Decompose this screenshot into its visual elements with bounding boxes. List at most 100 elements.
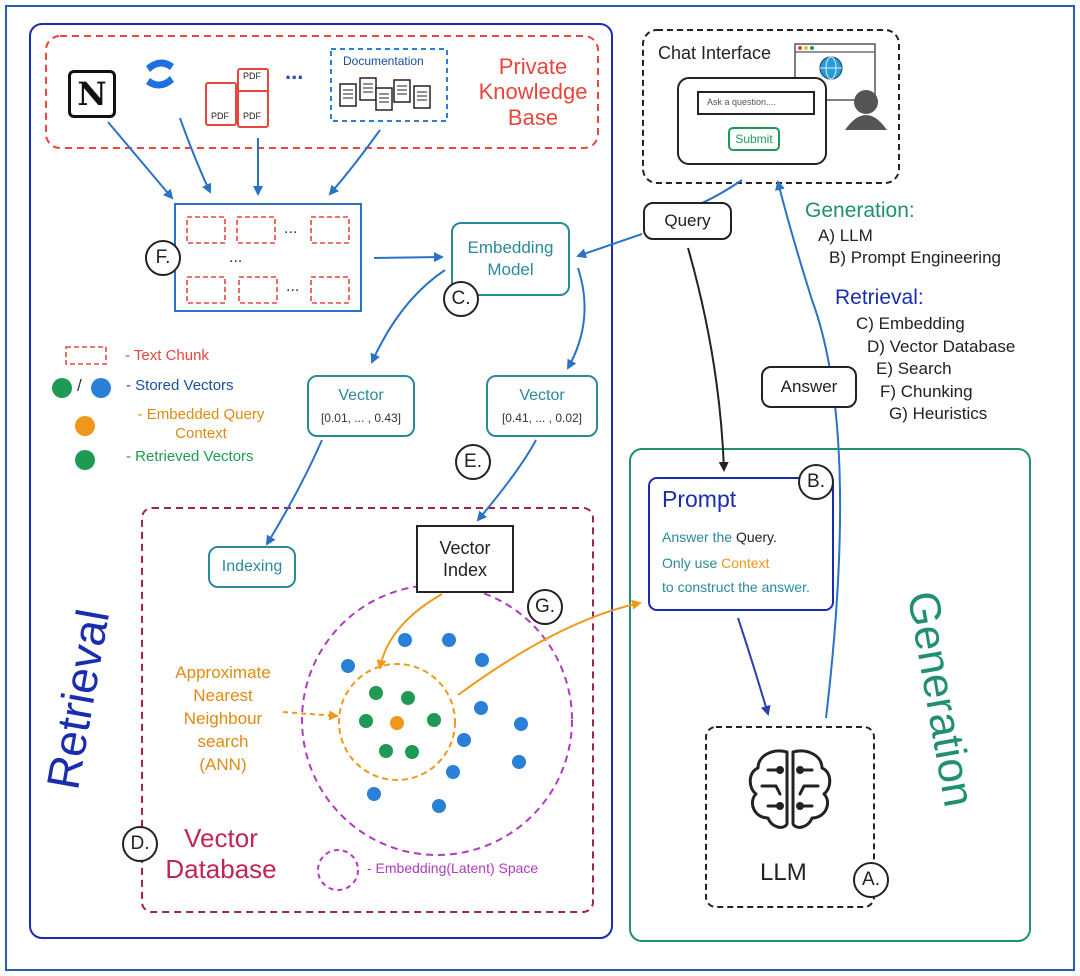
vector-index-box: Vector Index xyxy=(416,525,514,593)
marker-a: A. xyxy=(853,862,889,898)
answer-label: Answer xyxy=(780,377,838,396)
knowledge-base-ellipsis: ... xyxy=(285,59,304,84)
retrieval-item: F) Chunking xyxy=(880,382,973,401)
chunk-container-border xyxy=(174,203,362,312)
text-chunk xyxy=(186,276,226,304)
text-chunk xyxy=(310,276,350,304)
pdf-icon-label: PDF xyxy=(243,71,261,81)
retrieval-item: C) Embedding xyxy=(856,314,965,333)
marker-g: G. xyxy=(527,589,563,625)
retrieval-item: E) Search xyxy=(876,359,952,378)
generation-item: A) LLM xyxy=(818,226,873,245)
submit-label: Submit xyxy=(735,132,773,146)
documentation-label: Documentation xyxy=(343,54,424,68)
prompt-query-word: Query xyxy=(735,529,774,545)
vector-value: [0.41, ... , 0.02] xyxy=(501,411,583,425)
text-chunk xyxy=(310,216,350,244)
legend-latent-space: - Embedding(Latent) Space xyxy=(367,860,539,876)
question-input[interactable]: Ask a question.... xyxy=(697,91,815,115)
globe-icon xyxy=(819,56,843,80)
llm-label: LLM xyxy=(760,859,807,886)
index-to-neighbourhood-arrow xyxy=(376,593,443,670)
document-stack-icon xyxy=(338,74,438,121)
vector-box-left: Vector [0.01, ... , 0.43] xyxy=(307,375,415,437)
stored-vector-point xyxy=(457,733,471,747)
chunk-ellipsis: ... xyxy=(229,249,243,266)
vector-value: [0.01, ... , 0.43] xyxy=(320,411,402,425)
latent-space-circle xyxy=(301,584,573,856)
stored-vector-point xyxy=(514,717,528,731)
retrieval-panel xyxy=(29,23,613,939)
generation-item: B) Prompt Engineering xyxy=(829,248,1001,267)
pdf-icon: PDF xyxy=(237,90,269,128)
text-chunks xyxy=(186,216,350,304)
retrieved-vector-point xyxy=(405,745,419,759)
vector-title: Vector xyxy=(338,387,384,404)
question-placeholder: Ask a question.... xyxy=(707,97,777,107)
legend-text-chunk: - Text Chunk xyxy=(125,347,209,364)
stored-vector-point xyxy=(512,755,526,769)
marker-f: F. xyxy=(145,240,181,276)
stored-vector-point xyxy=(474,701,488,715)
pdf-icon-label: PDF xyxy=(243,111,261,121)
knowledge-base-border xyxy=(45,35,599,149)
retrieved-vector-point xyxy=(401,691,415,705)
ann-neighbourhood-circle xyxy=(338,663,456,781)
marker-b: B. xyxy=(798,464,834,500)
prompt-line-2a: Only use xyxy=(662,555,722,571)
marker-e: E. xyxy=(455,444,491,480)
stored-vector-point xyxy=(341,659,355,673)
indexing-box: Indexing xyxy=(208,546,296,588)
llm-box-border xyxy=(705,726,875,908)
embedding-model-label: Embedding Model xyxy=(467,237,554,279)
query-to-prompt-arrow xyxy=(687,247,729,472)
ann-to-neighbourhood-arrow xyxy=(282,710,339,721)
text-chunk xyxy=(238,276,278,304)
stored-vector-point xyxy=(475,653,489,667)
knowledge-base-title: Private Knowledge Base xyxy=(478,54,588,130)
documentation-border xyxy=(330,48,448,122)
vector-box-right: Vector [0.41, ... , 0.02] xyxy=(486,375,598,437)
submit-button[interactable]: Submit xyxy=(728,127,780,151)
stored-vector-point xyxy=(446,765,460,779)
notion-icon: N xyxy=(68,70,116,118)
query-label: Query xyxy=(664,211,711,230)
retrieved-vector-point xyxy=(359,714,373,728)
retrieval-item: G) Heuristics xyxy=(889,404,988,423)
generation-heading: Generation: xyxy=(805,199,915,222)
vector-db-border xyxy=(141,507,594,913)
indexing-label: Indexing xyxy=(221,558,283,575)
legend-retrieved-vectors: - Retrieved Vectors xyxy=(126,448,254,465)
prompt-box-border xyxy=(648,477,834,611)
retrieved-vector-point xyxy=(369,686,383,700)
prompt-line-3: to construct the answer. xyxy=(662,579,810,595)
retrieval-item: D) Vector Database xyxy=(867,337,1016,356)
legend-query-dot xyxy=(75,416,95,436)
prompt-context-word: Context xyxy=(721,555,770,571)
chunk-ellipsis: ... xyxy=(284,220,298,237)
prompt-line-2: Only use Context xyxy=(662,555,770,571)
retrieval-heading: Retrieval: xyxy=(835,286,924,309)
legend-latent-swatch xyxy=(317,849,359,891)
pdf-icon: PDF xyxy=(205,82,237,126)
neighbourhood-to-prompt-arrow xyxy=(457,599,642,696)
answer-box: Answer xyxy=(761,366,857,408)
legend-stored-vectors: - Stored Vectors xyxy=(126,377,234,394)
vector-title: Vector xyxy=(519,387,565,404)
query-vector-point xyxy=(390,716,404,730)
legend-retrieved-dot xyxy=(75,450,95,470)
prompt-title: Prompt xyxy=(662,486,737,512)
prompt-to-llm-arrow xyxy=(737,617,771,716)
confluence-icon xyxy=(142,54,178,94)
text-chunk xyxy=(186,216,226,244)
legend-chunk-swatch xyxy=(65,346,107,365)
marker-d: D. xyxy=(122,826,158,862)
retrieved-vector-point xyxy=(379,744,393,758)
chat-interface-border xyxy=(642,29,900,184)
notion-letter: N xyxy=(77,75,107,113)
query-box: Query xyxy=(643,202,732,240)
brain-icon xyxy=(748,749,832,829)
stored-vector-point xyxy=(398,633,412,647)
